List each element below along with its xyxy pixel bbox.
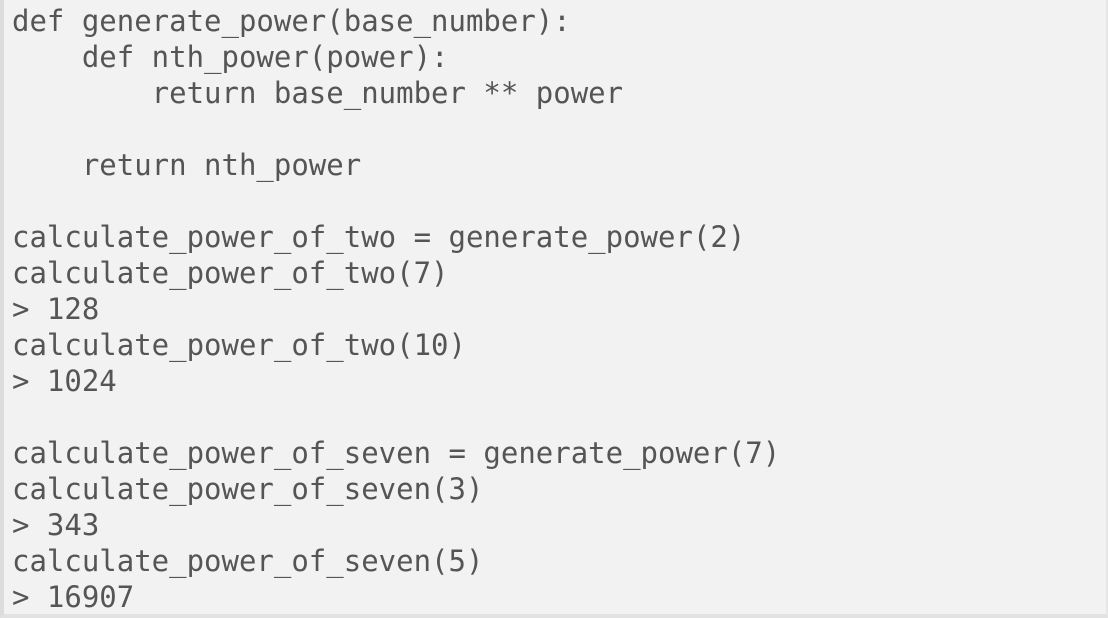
code-line-def-nth-power: def nth_power(power): [12, 40, 449, 74]
code-line-assign-power-of-two: calculate_power_of_two = generate_power(… [12, 220, 746, 254]
code-line-call-two-7: calculate_power_of_two(7) [12, 256, 449, 290]
code-line-call-seven-5: calculate_power_of_seven(5) [12, 544, 484, 578]
code-line-assign-power-of-seven: calculate_power_of_seven = generate_powe… [12, 436, 781, 470]
code-line-output-343: > 343 [12, 508, 100, 542]
code-line-blank [12, 111, 780, 147]
code-lines: def generate_power(base_number): def nth… [12, 3, 780, 615]
code-line-call-two-10: calculate_power_of_two(10) [12, 328, 466, 362]
code-line-call-seven-3: calculate_power_of_seven(3) [12, 472, 484, 506]
code-line-return-base-power: return base_number ** power [12, 76, 624, 110]
code-line-blank [12, 399, 780, 435]
code-line-output-1024: > 1024 [12, 364, 117, 398]
code-line-output-128: > 128 [12, 292, 100, 326]
code-line-output-16907: > 16907 [12, 580, 135, 614]
code-line-def-generate-power: def generate_power(base_number): [12, 4, 571, 38]
code-line-return-nth-power: return nth_power [12, 148, 362, 182]
code-line-blank [12, 183, 780, 219]
